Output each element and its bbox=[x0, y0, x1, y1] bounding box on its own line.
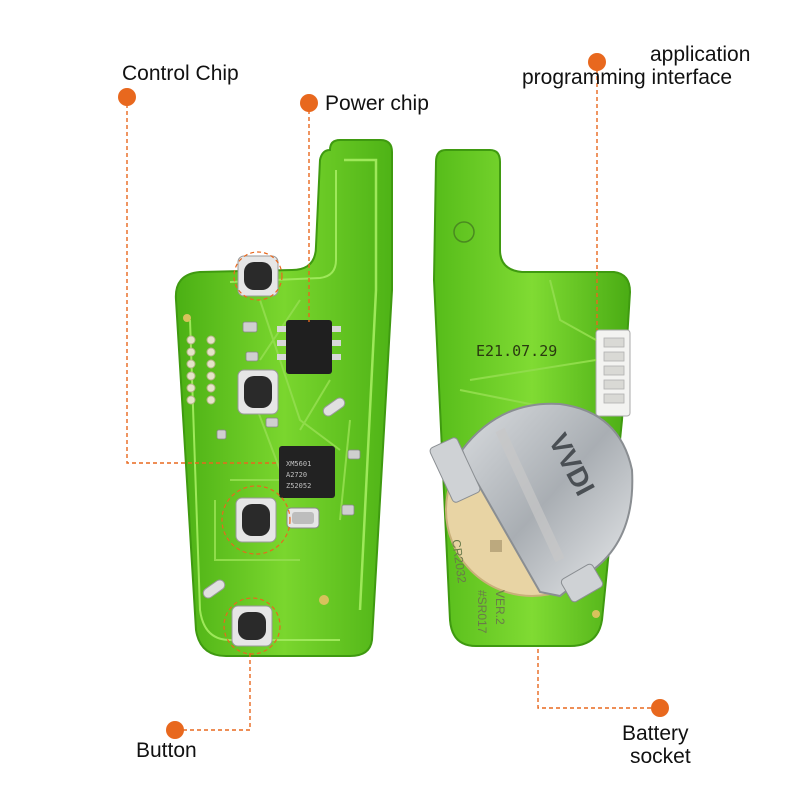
mcu-marking-3: Z52052 bbox=[286, 482, 311, 490]
power-chip-label: Power chip bbox=[325, 92, 429, 115]
battery-socket: VVDI bbox=[429, 402, 634, 603]
power-chip bbox=[286, 320, 332, 374]
control-chip-label: Control Chip bbox=[122, 62, 239, 85]
serial-text: #SR017 bbox=[475, 590, 489, 634]
version-text: VER.2 bbox=[493, 590, 507, 625]
api-label-line2: programming interface bbox=[522, 66, 733, 89]
battery-socket-marker bbox=[651, 699, 669, 717]
control-chip-marker bbox=[118, 88, 136, 106]
leader-lines bbox=[126, 62, 658, 731]
front-pcb-board: XM5601 A2720 Z52052 bbox=[174, 139, 393, 657]
power-chip-marker bbox=[300, 94, 318, 112]
button-label: Button bbox=[136, 739, 197, 762]
back-pcb-board: E21.07.29 VVDI CR2032 VER.2 #SR017 bbox=[429, 149, 634, 647]
date-code-text: E21.07.29 bbox=[476, 342, 557, 360]
battery-label-line2: socket bbox=[630, 745, 691, 768]
api-marker bbox=[588, 53, 606, 71]
button-marker bbox=[166, 721, 184, 739]
battery-label-line1: Battery bbox=[622, 722, 689, 745]
mcu-marking-2: A2720 bbox=[286, 471, 307, 479]
tactile-buttons bbox=[231, 255, 279, 647]
control-chip bbox=[279, 446, 335, 498]
battery-model-text: CR2032 bbox=[449, 538, 469, 584]
api-label-line1: application bbox=[650, 43, 751, 66]
mcu-marking-1: XM5601 bbox=[286, 460, 311, 468]
